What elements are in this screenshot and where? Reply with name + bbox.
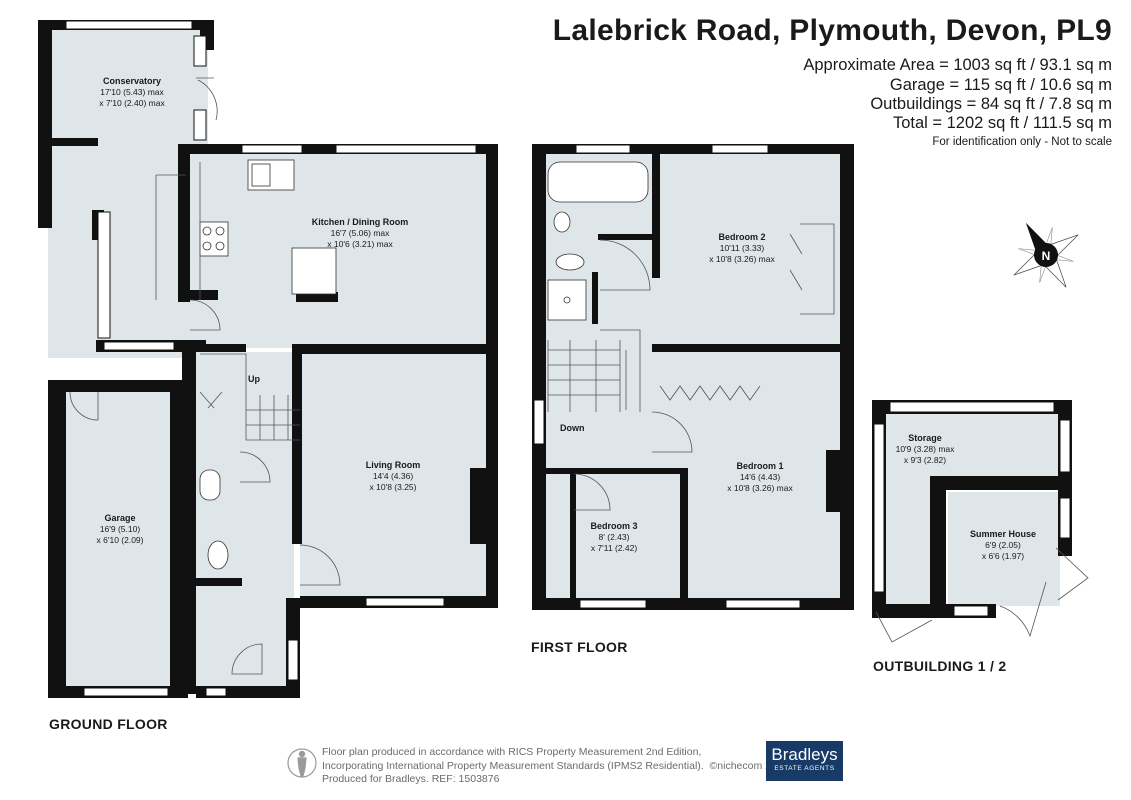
room-dim-summer-house-2: x 6'6 (1.97) xyxy=(982,551,1024,561)
room-dim-bedroom-2-2: x 10'8 (3.26) max xyxy=(709,254,775,264)
outbuilding-doors xyxy=(875,547,1089,643)
compass-rose xyxy=(1013,222,1079,288)
floor-label-ground: GROUND FLOOR xyxy=(49,716,168,732)
kitchen-fixtures xyxy=(199,159,337,570)
room-dim-garage-1: 16'9 (5.10) xyxy=(100,524,141,534)
room-name-conservatory: Conservatory xyxy=(103,76,161,86)
ground-floor-windows xyxy=(65,20,477,697)
person-icon xyxy=(287,748,317,778)
logo-subtitle: ESTATE AGENTS xyxy=(774,765,835,772)
room-dim-conservatory-1: 17'10 (5.43) max xyxy=(100,87,164,97)
footer-line-1: Floor plan produced in accordance with R… xyxy=(322,746,702,758)
identification-note: For identification only - Not to scale xyxy=(932,136,1112,148)
room-dim-summer-house-1: 6'9 (2.05) xyxy=(985,540,1021,550)
room-labels: Conservatory 17'10 (5.43) max x 7'10 (2.… xyxy=(97,76,1037,561)
ground-floor-doors xyxy=(69,77,341,675)
floor-label-outbuilding: OUTBUILDING 1 / 2 xyxy=(873,658,1007,674)
ground-floor-fill xyxy=(48,28,494,692)
footer-line-2-text: Incorporating International Property Mea… xyxy=(322,759,704,772)
room-name-bedroom-1: Bedroom 1 xyxy=(736,461,783,471)
room-dim-living-1: 14'4 (4.36) xyxy=(373,471,414,481)
room-dim-conservatory-2: x 7'10 (2.40) max xyxy=(99,98,165,108)
footer-line-3: Produced for Bradleys. REF: 1503876 xyxy=(322,773,500,785)
first-floor-doors-stairs xyxy=(547,223,835,511)
room-dim-bedroom-3-1: 8' (2.43) xyxy=(599,532,630,542)
area-outbuildings: Outbuildings = 84 sq ft / 7.8 sq m xyxy=(870,95,1112,113)
ground-floor-plan xyxy=(38,20,498,698)
room-name-living: Living Room xyxy=(366,460,421,470)
footer-line-2: Incorporating International Property Mea… xyxy=(322,760,791,774)
area-total: Total = 1202 sq ft / 111.5 sq m xyxy=(892,114,1112,132)
logo-brand: Bradleys xyxy=(771,745,838,764)
area-total-house: Approximate Area = 1003 sq ft / 93.1 sq … xyxy=(803,56,1112,74)
outbuilding-windows xyxy=(873,401,1071,617)
first-floor-fill xyxy=(540,152,846,602)
room-name-storage: Storage xyxy=(908,433,942,443)
floor-label-first: FIRST FLOOR xyxy=(531,639,628,655)
room-dim-storage-2: x 9'3 (2.82) xyxy=(904,455,946,465)
area-garage: Garage = 115 sq ft / 10.6 sq m xyxy=(889,76,1112,94)
footer-disclaimer: Floor plan produced in accordance with R… xyxy=(322,746,791,787)
room-dim-garage-2: x 6'10 (2.09) xyxy=(97,535,144,545)
first-floor-windows xyxy=(533,144,801,609)
stairs-up-label: Up xyxy=(248,374,260,384)
room-name-garage: Garage xyxy=(104,513,135,523)
room-dim-storage-1: 10'9 (3.28) max xyxy=(896,444,956,454)
compass-north-label: N xyxy=(1042,249,1051,263)
room-name-kitchen: Kitchen / Dining Room xyxy=(312,217,409,227)
first-floor-plan xyxy=(532,144,854,610)
room-dim-bedroom-2-1: 10'11 (3.33) xyxy=(720,243,765,253)
room-dim-bedroom-3-2: x 7'11 (2.42) xyxy=(591,543,638,553)
bathroom-fixtures xyxy=(547,161,649,321)
plan-title: Lalebrick Road, Plymouth, Devon, PL9 xyxy=(552,14,1112,47)
room-dim-bedroom-1-2: x 10'8 (3.26) max xyxy=(727,483,793,493)
room-dim-living-2: x 10'8 (3.25) xyxy=(370,482,417,492)
room-dim-bedroom-1-1: 14'6 (4.43) xyxy=(740,472,781,482)
room-dim-kitchen-2: x 10'6 (3.21) max xyxy=(327,239,393,249)
outbuilding-plan xyxy=(872,400,1089,643)
room-name-bedroom-2: Bedroom 2 xyxy=(718,232,765,242)
room-dim-kitchen-1: 16'7 (5.06) max xyxy=(331,228,391,238)
bradleys-logo: Bradleys ESTATE AGENTS xyxy=(766,741,843,781)
room-name-bedroom-3: Bedroom 3 xyxy=(590,521,637,531)
room-name-summer-house: Summer House xyxy=(970,529,1036,539)
stairs-down-label: Down xyxy=(560,423,585,433)
